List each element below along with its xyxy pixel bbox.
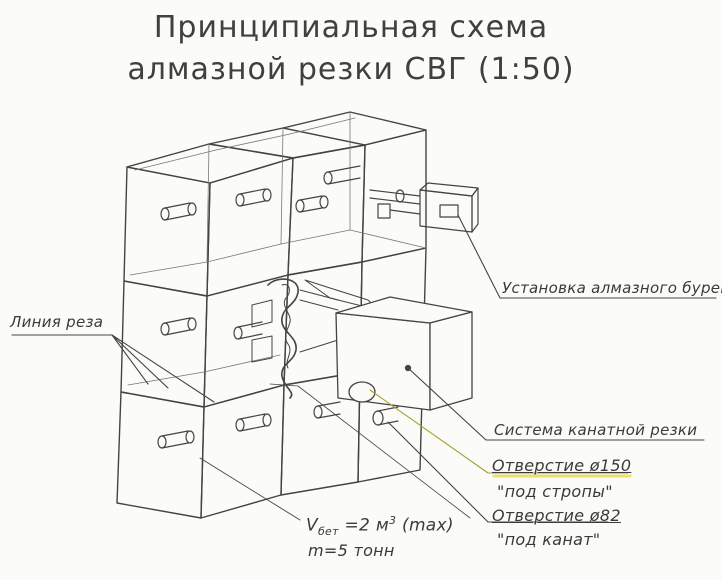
- rod: [235, 188, 272, 207]
- label-cut-line: Линия реза: [10, 313, 104, 331]
- rod: [323, 165, 361, 185]
- wire-saw-box: [335, 296, 473, 411]
- label-hole-82: Отверстие ø82: [492, 506, 621, 525]
- block-top-faces: [126, 111, 427, 184]
- rod: [160, 202, 197, 221]
- volume-mid: =2 м: [338, 515, 389, 536]
- rod: [233, 321, 263, 340]
- volume-suffix: (max): [396, 515, 454, 536]
- rods: [157, 165, 399, 449]
- title-line-2: алмазной резки СВГ (1:50): [127, 52, 575, 87]
- volume-superscript: 3: [389, 514, 397, 527]
- column-1-blocks: [116, 166, 211, 519]
- volume-subscript: бет: [317, 525, 339, 539]
- column-2-blocks: [200, 157, 294, 519]
- rod: [295, 195, 329, 213]
- label-volume: Vбет =2 м3 (max): [306, 514, 454, 538]
- label-hole-150: Отверстие ø150: [492, 456, 632, 475]
- rod: [157, 430, 195, 449]
- label-wire-saw: Система канатной резки: [494, 421, 698, 439]
- rod: [235, 413, 272, 432]
- rod: [160, 317, 197, 336]
- wire-loop: [251, 278, 379, 399]
- leader-lines: [11, 214, 717, 523]
- label-mass: m=5 тонн: [308, 541, 395, 560]
- title-line-1: Принципиальная схема: [153, 10, 549, 45]
- rod: [313, 401, 341, 419]
- rod: [372, 406, 399, 426]
- hidden-edges: [127, 111, 427, 386]
- label-drilling-unit: Установка алмазного бурения: [502, 279, 722, 297]
- label-hole-82-note: "под канат": [497, 530, 601, 549]
- drilling-unit: [369, 182, 479, 233]
- volume-prefix: V: [306, 515, 318, 536]
- label-hole-150-note: "под стропы": [497, 482, 613, 501]
